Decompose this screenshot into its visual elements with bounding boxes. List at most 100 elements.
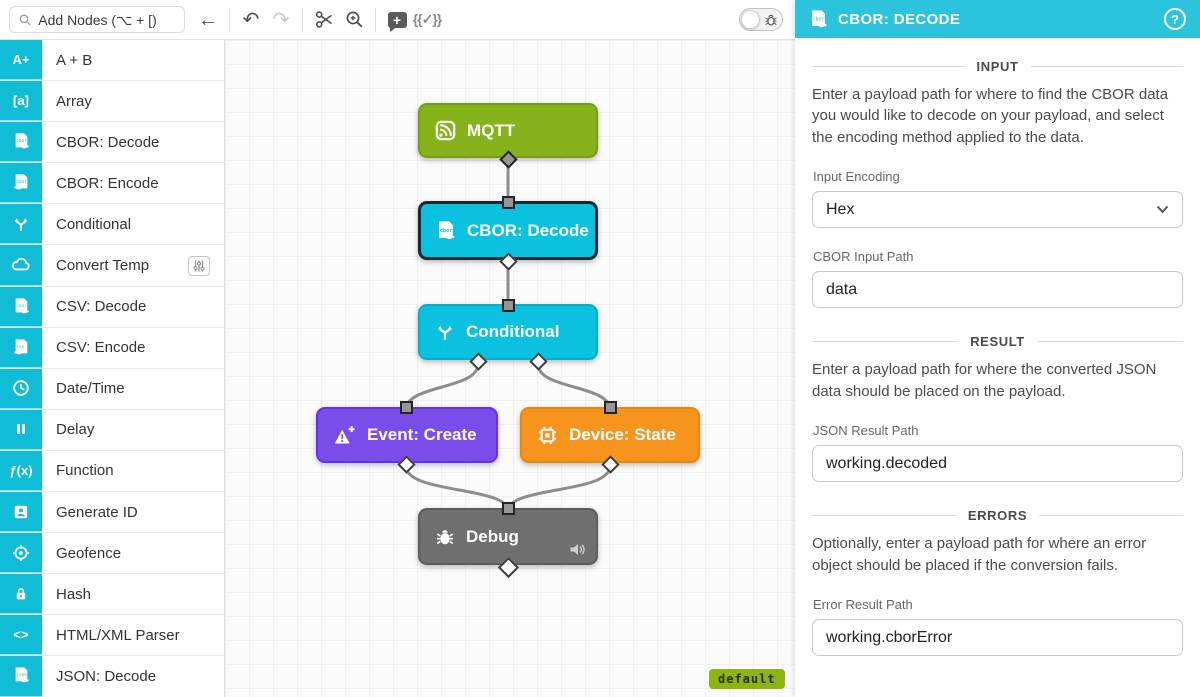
input-port[interactable] [603, 400, 617, 414]
palette-item-array[interactable]: [a] Array [0, 81, 224, 123]
section-description: Enter a payload path for where the conve… [812, 361, 1157, 400]
panel-header: cbor CBOR: Decode ? [795, 0, 1200, 38]
node-event-create[interactable]: Event: Create [316, 407, 498, 463]
palette-item-csv-decode[interactable]: csv CSV: Decode [0, 286, 224, 328]
toolbar-divider [302, 7, 303, 32]
speaker-icon[interactable] [569, 542, 586, 557]
input-port[interactable] [501, 298, 515, 312]
palette-item-convert-temp[interactable]: Convert Temp [0, 245, 224, 287]
debug-toggle[interactable] [739, 8, 783, 31]
node-label: Conditional [466, 322, 560, 341]
json-result-path-field[interactable] [812, 445, 1183, 483]
input-port[interactable] [501, 501, 515, 515]
svg-text:cbor: cbor [440, 227, 453, 233]
palette-item-cbor-encode[interactable]: cbor CBOR: Encode [0, 163, 224, 205]
comment-plus-icon: + [387, 11, 407, 32]
svg-text:json: json [16, 673, 27, 679]
palette-item-generate-id[interactable]: Generate ID [0, 492, 224, 534]
zoom-button[interactable] [339, 5, 369, 35]
config-indicator-icon[interactable] [188, 255, 210, 276]
section-heading-errors: ERRORS [812, 508, 1183, 523]
field-label: Error Result Path [813, 597, 913, 613]
palette-item-csv-encode[interactable]: csv CSV: Encode [0, 327, 224, 369]
select-value: Hex [826, 200, 855, 218]
device-chip-icon [538, 426, 557, 444]
section-heading-result: RESULT [812, 334, 1183, 349]
cbor-decode-icon: cbor [439, 220, 455, 239]
svg-text:cbor: cbor [16, 180, 27, 186]
node-device-state[interactable]: Device: State [520, 407, 700, 463]
input-port[interactable] [501, 195, 515, 209]
bug-icon [765, 14, 777, 25]
date-time-icon [0, 368, 42, 409]
node-mqtt[interactable]: MQTT [418, 103, 598, 158]
csv-encode-icon: csv [0, 327, 42, 368]
cbor-decode-icon: cbor [0, 122, 42, 163]
field-label: Input Encoding [813, 169, 900, 185]
array-icon: [a] [0, 81, 42, 122]
html-xml-parser-icon: <> [0, 615, 42, 656]
palette-item-a-plus-b[interactable]: A+ A + B [0, 40, 224, 82]
palette-item-cbor-decode[interactable]: cbor CBOR: Decode [0, 122, 224, 164]
input-port[interactable] [399, 400, 413, 414]
delay-icon [0, 409, 42, 450]
node-label: CBOR: Decode [467, 220, 589, 240]
field-label: CBOR Input Path [813, 249, 914, 265]
help-button[interactable]: ? [1164, 8, 1186, 30]
conditional-icon [0, 204, 42, 245]
input-encoding-select[interactable]: Hex [812, 191, 1183, 229]
node-label: MQTT [467, 120, 516, 140]
a-plus-b-icon: A+ [0, 40, 42, 81]
chevron-down-icon [1156, 206, 1169, 214]
palette-item-conditional[interactable]: Conditional [0, 204, 224, 246]
palette-item-html-xml-parser[interactable]: <> HTML/XML Parser [0, 615, 224, 657]
csv-decode-icon: csv [0, 286, 42, 327]
scissors-icon [315, 11, 332, 28]
svg-text:cbor: cbor [16, 138, 27, 144]
hash-icon [0, 574, 42, 615]
cbor-input-path-field[interactable] [812, 271, 1183, 309]
section-description: Optionally, enter a payload path for whe… [812, 535, 1147, 574]
search-input[interactable] [38, 11, 175, 28]
node-label: Device: State [569, 425, 676, 444]
json-decode-icon: json [0, 656, 42, 697]
svg-text:cbor: cbor [813, 16, 825, 22]
palette-item-delay[interactable]: Delay [0, 409, 224, 451]
cbor-decode-icon: cbor [811, 9, 828, 27]
node-debug[interactable]: Debug [418, 508, 598, 565]
cut-button[interactable] [309, 5, 339, 35]
node-palette: A+ A + B [a] Array cbor CBOR: Decode cbo… [0, 40, 225, 697]
convert-temp-icon [0, 245, 42, 286]
bug-icon [436, 529, 454, 544]
workflow-canvas[interactable]: MQTT cbor CBOR: Decode Conditional [225, 40, 795, 697]
generate-id-icon [0, 492, 42, 533]
template-tester-button[interactable]: {{✓}} [412, 5, 443, 35]
palette-item-hash[interactable]: Hash [0, 574, 224, 616]
toolbar: ← ↶ ↷ + {{✓}} [0, 0, 795, 40]
palette-item-date-time[interactable]: Date/Time [0, 368, 224, 410]
node-label: Event: Create [367, 425, 477, 444]
redo-button[interactable]: ↷ [272, 8, 290, 31]
section-heading-input: INPUT [812, 59, 1183, 74]
palette-item-geofence[interactable]: Geofence [0, 533, 224, 575]
event-create-icon [334, 425, 355, 444]
svg-text:csv: csv [16, 304, 24, 309]
error-result-path-field[interactable] [812, 619, 1183, 657]
node-cbor-decode[interactable]: cbor CBOR: Decode [418, 201, 598, 260]
toggle-knob [741, 10, 760, 29]
version-badge: default [709, 669, 785, 689]
svg-text:csv: csv [16, 345, 24, 350]
node-label: Debug [466, 526, 519, 546]
palette-item-function[interactable]: ƒ(x) Function [0, 450, 224, 493]
collapse-palette-button[interactable]: ← [198, 8, 218, 31]
mqtt-icon [435, 120, 456, 141]
add-nodes-search[interactable] [9, 6, 185, 33]
panel-body: INPUT Enter a payload path for where to … [795, 38, 1200, 657]
undo-button[interactable]: ↶ [242, 8, 260, 31]
toolbar-divider [229, 7, 230, 32]
node-config-panel: cbor CBOR: Decode ? INPUT Enter a payloa… [795, 0, 1200, 697]
add-comment-button[interactable]: + [382, 5, 412, 35]
palette-item-json-decode[interactable]: json JSON: Decode [0, 656, 224, 697]
node-conditional[interactable]: Conditional [418, 304, 598, 360]
